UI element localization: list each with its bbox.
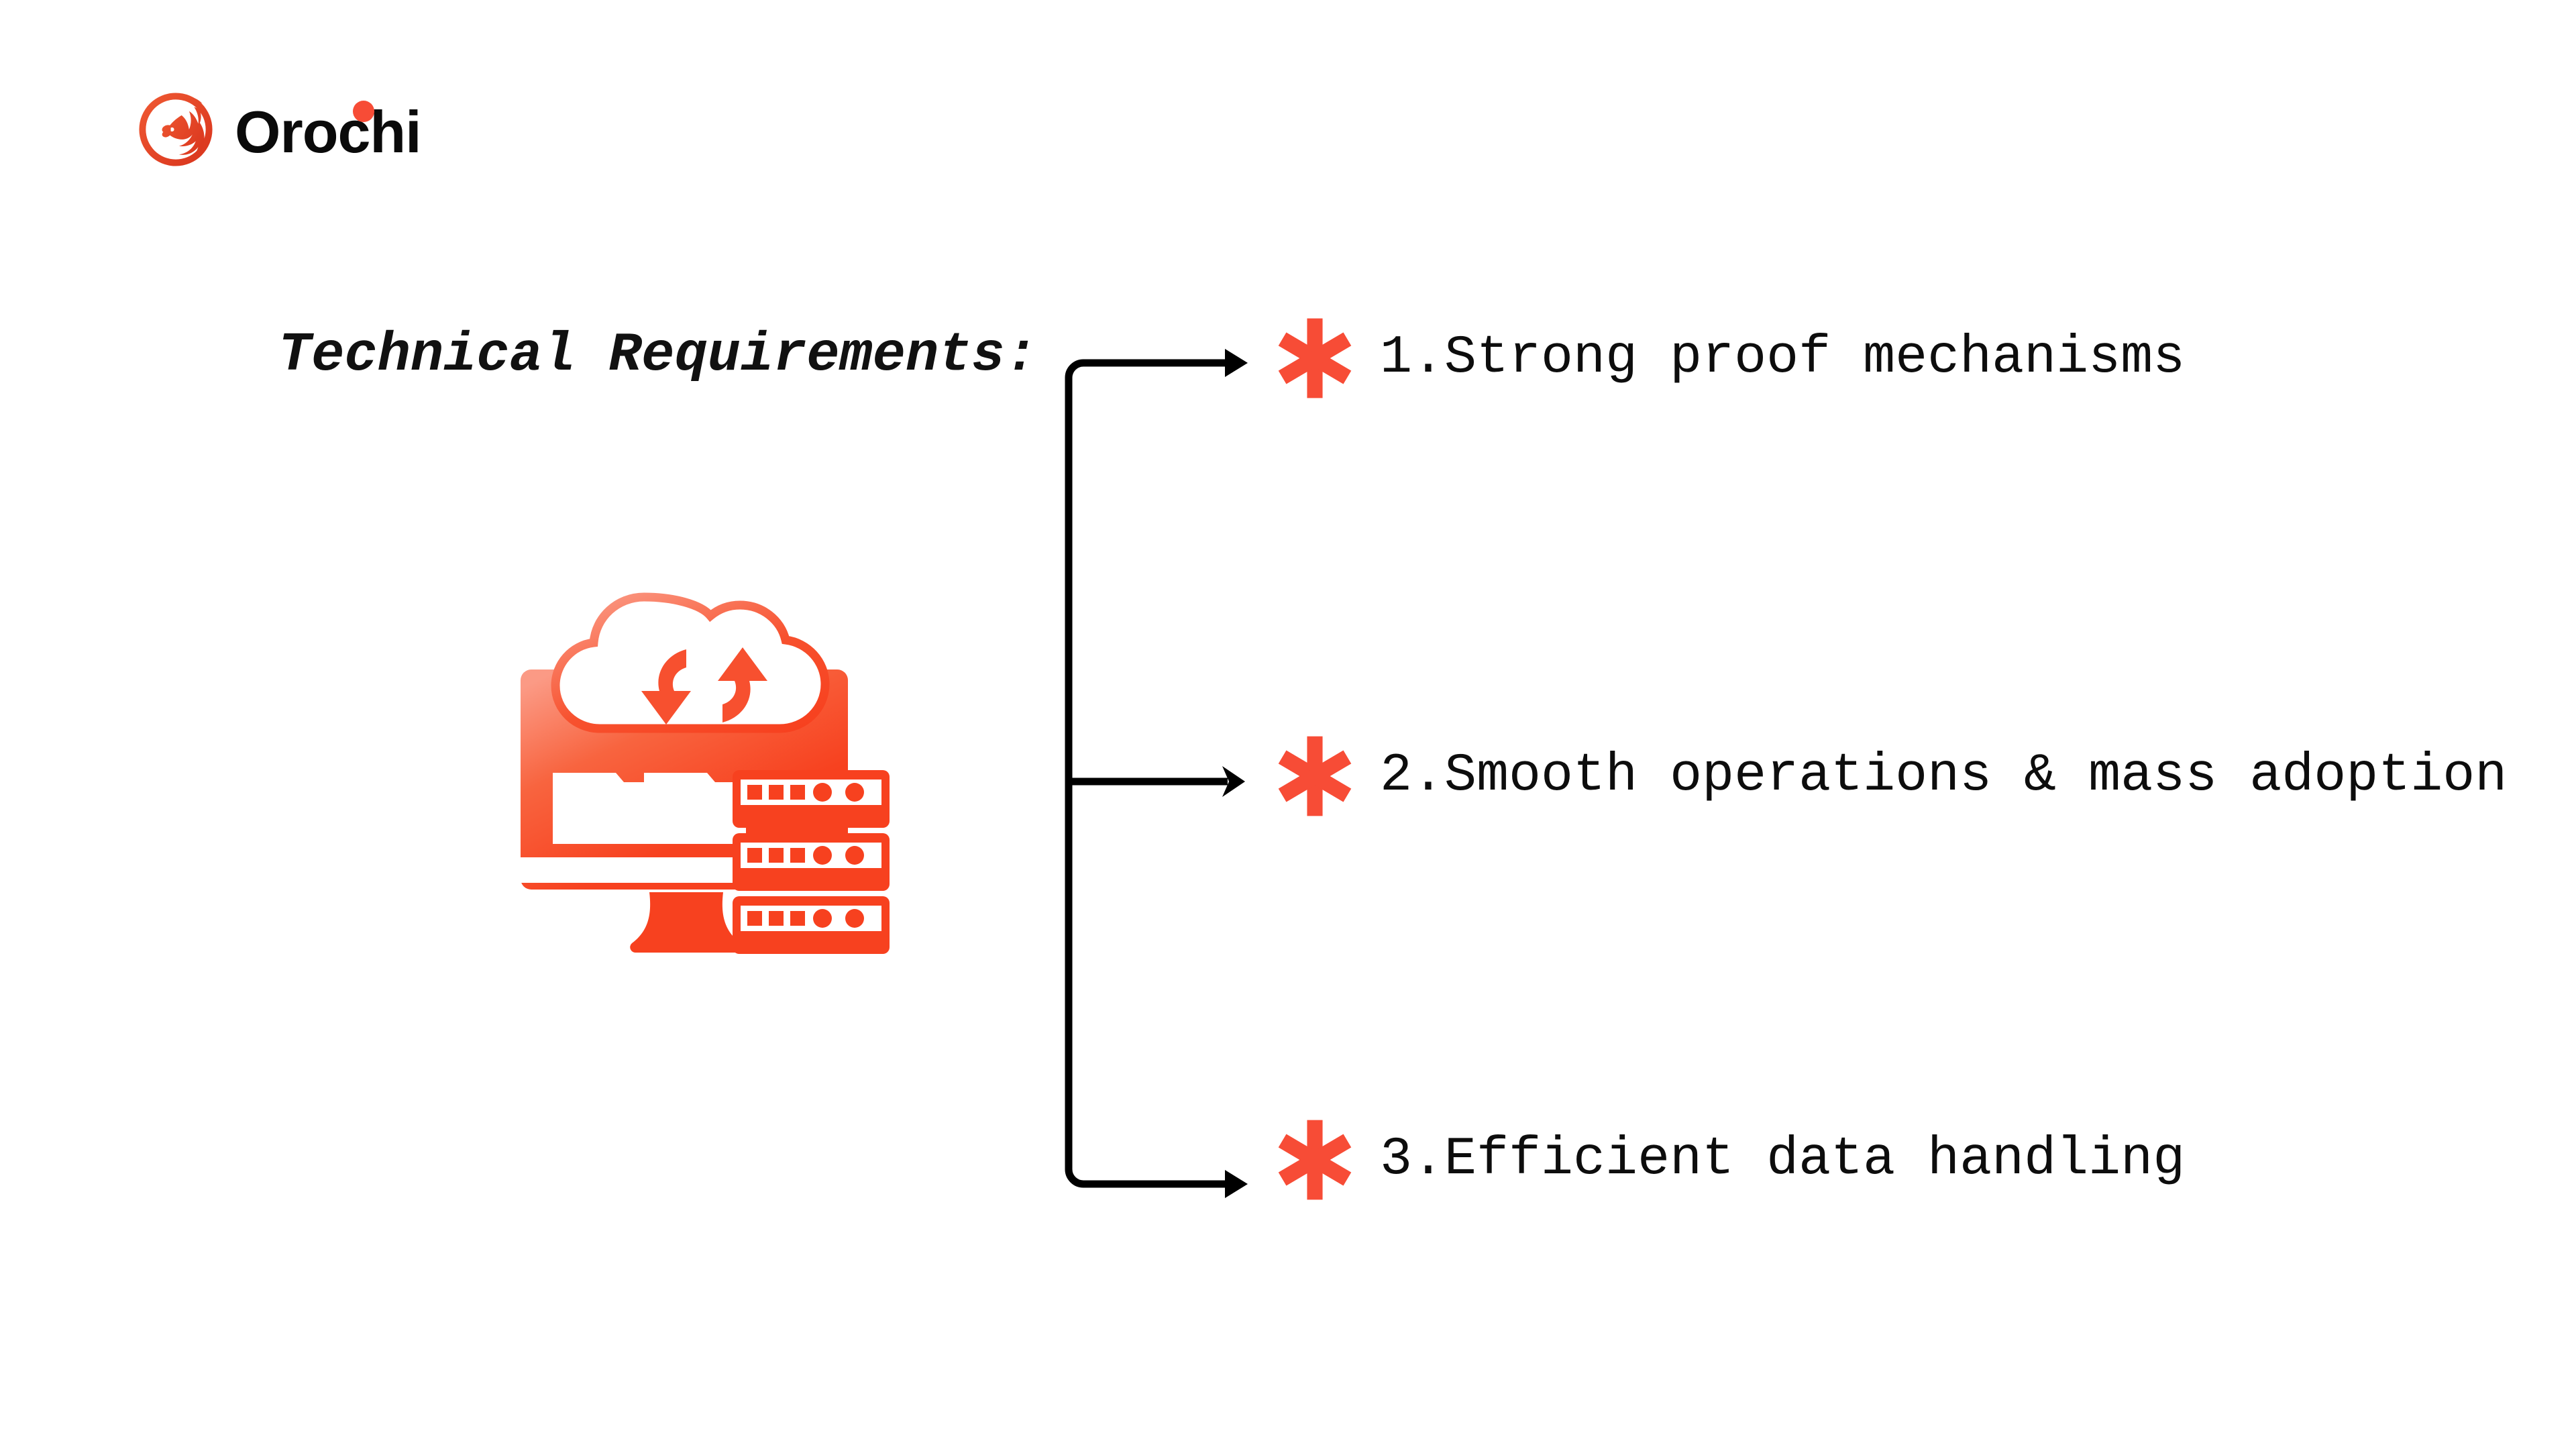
list-item-label: 3.Efficient data handling [1380, 1129, 2186, 1190]
arrowhead-icon [1222, 766, 1245, 797]
brand-name: Orochi [235, 103, 422, 162]
brand-logo: Orochi [134, 86, 422, 173]
list-item-label: 2.Smooth operations & mass adoption [1380, 745, 2508, 806]
list-item: 1.Strong proof mechanisms [1278, 315, 2185, 401]
cloud-sync-monitor-server-rack-icon [521, 592, 890, 954]
list-item-label: 1.Strong proof mechanisms [1380, 327, 2186, 388]
list-item: 2.Smooth operations & mass adoption [1278, 733, 2507, 819]
branch-connector-arrows [1065, 349, 1248, 1198]
brand-name-text: Orochi [235, 99, 422, 165]
page-title: Technical Requirements: [278, 324, 1038, 386]
arrowhead-icon [1225, 1170, 1248, 1198]
orochi-dragon-ouroboros-logo-icon [139, 93, 213, 166]
asterisk-icon [1278, 318, 1352, 398]
asterisk-icon [1278, 736, 1352, 816]
asterisk-icon [1278, 1120, 1352, 1200]
arrowhead-icon [1225, 349, 1248, 377]
list-item: 3.Efficient data handling [1278, 1117, 2185, 1203]
